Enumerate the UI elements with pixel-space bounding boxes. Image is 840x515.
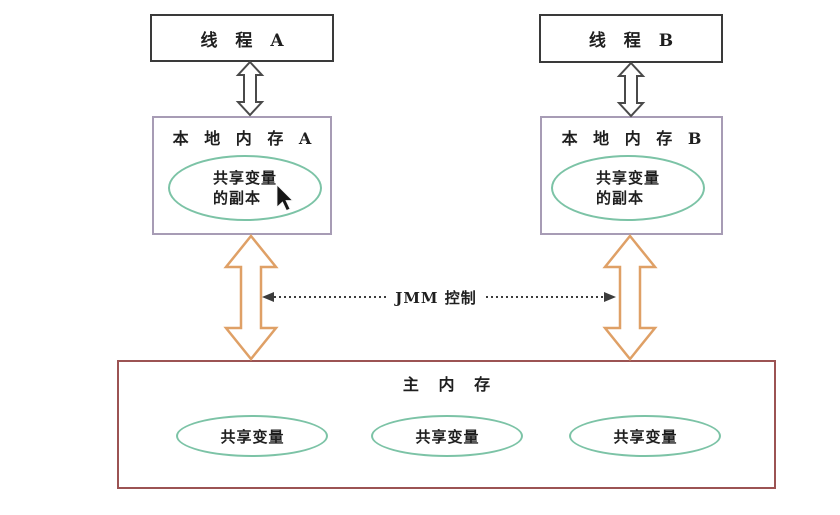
shared-variable-copy-a-text: 共享变量的副本 [213,168,277,209]
thread-b-box: 线 程 B [539,14,723,63]
local-memory-a-title: 本 地 内 存 A [172,129,317,148]
shared-variable-copy-a-line1: 共享变量 [212,168,277,187]
shared-variable-1-text: 共享变量 [220,427,285,446]
shared-variable-copy-b-line2: 的副本 [595,189,644,207]
localmem-a-mainmem-double-arrow [223,234,279,361]
shared-variable-2-text: 共享变量 [415,427,480,446]
jmm-control-arrowhead-right [604,292,616,302]
thread-b-localmem-b-double-arrow [616,61,646,118]
localmem-b-mainmem-double-arrow [602,234,658,361]
thread-a-localmem-a-double-arrow [235,60,265,117]
shared-variable-ellipse-1: 共享变量 [176,415,328,457]
shared-variable-3-text: 共享变量 [613,427,678,446]
jmm-control-arrowhead-left [262,292,274,302]
shared-variable-copy-b-text: 共享变量的副本 [596,168,660,209]
shared-variable-copy-b-line1: 共享变量 [595,168,660,187]
shared-variable-copy-b-ellipse: 共享变量的副本 [551,155,705,221]
shared-variable-ellipse-3: 共享变量 [569,415,721,457]
thread-a-label: 线 程 A [200,30,290,51]
shared-variable-copy-a-line2: 的副本 [212,189,261,207]
local-memory-b-title: 本 地 内 存 B [561,129,707,148]
main-memory-title: 主 内 存 [402,375,498,394]
thread-a-box: 线 程 A [150,14,334,62]
shared-variable-ellipse-2: 共享变量 [371,415,523,457]
shared-variable-copy-a-ellipse: 共享变量的副本 [168,155,322,221]
jmm-control-label: JMM 控制 [395,289,477,307]
thread-b-label: 线 程 B [588,31,680,51]
